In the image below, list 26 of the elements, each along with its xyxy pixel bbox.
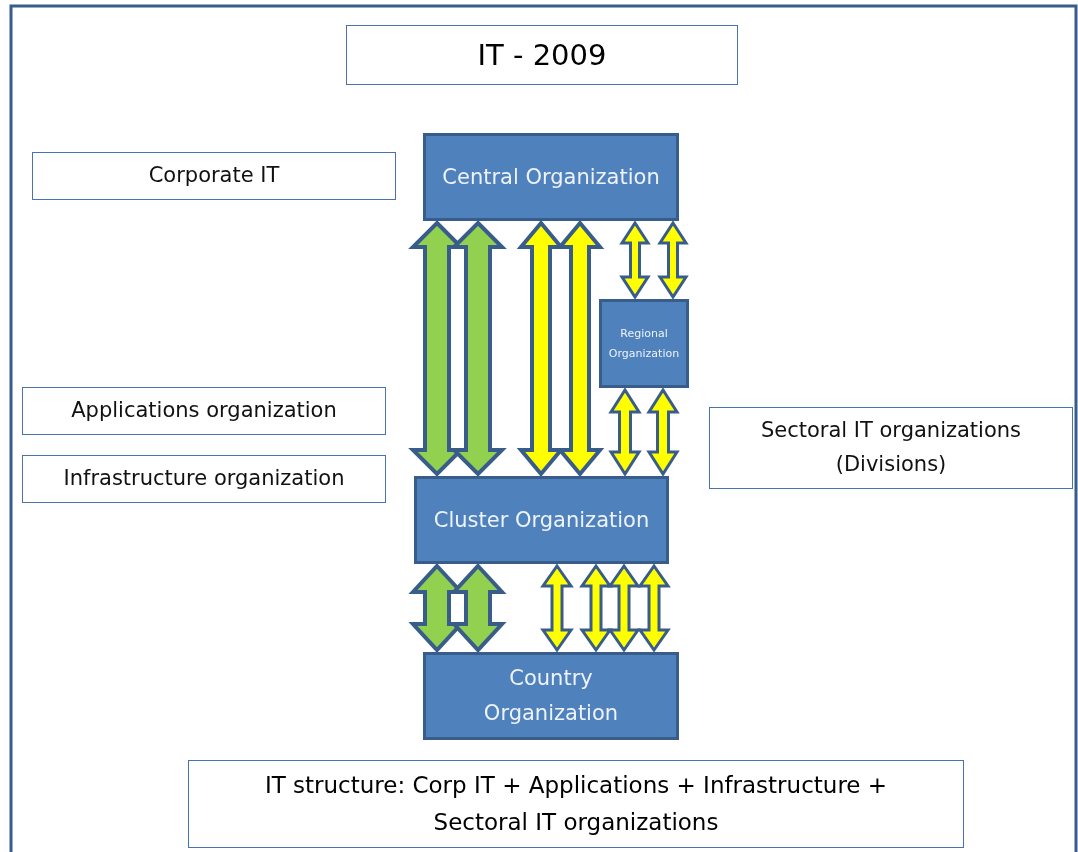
label-box: [22, 455, 386, 503]
node-text: Sectoral IT organizations (Divisions): [759, 417, 1023, 478]
node-text: Infrastructure organization: [63, 465, 345, 493]
caption: IT structure: Corp IT + Applications + Infrastructure + Sectoral IT organizations: [188, 760, 964, 848]
node-text: Cluster Organization: [433, 506, 650, 534]
double-arrow: [607, 563, 641, 653]
label-box: [22, 387, 386, 435]
title: IT - 2009: [346, 25, 738, 85]
label-box: [32, 152, 396, 200]
node-text: Country Organization: [482, 665, 620, 727]
double-arrow: [637, 563, 671, 653]
node-text: Applications organization: [71, 397, 337, 425]
organization-box: [423, 652, 679, 740]
double-arrow: [540, 563, 574, 653]
double-arrow: [579, 563, 613, 653]
organization-box: [423, 133, 679, 221]
label-box: [709, 407, 1073, 489]
double-arrow: [608, 387, 642, 477]
node-text: Regional Organization: [607, 326, 681, 362]
double-arrow: [619, 220, 651, 300]
organization-box: [414, 476, 669, 564]
organization-box: [599, 299, 689, 388]
double-arrow: [646, 387, 680, 477]
node-text: Corporate IT: [148, 162, 280, 190]
double-arrow: [657, 220, 689, 300]
node-text: Central Organization: [442, 163, 660, 191]
